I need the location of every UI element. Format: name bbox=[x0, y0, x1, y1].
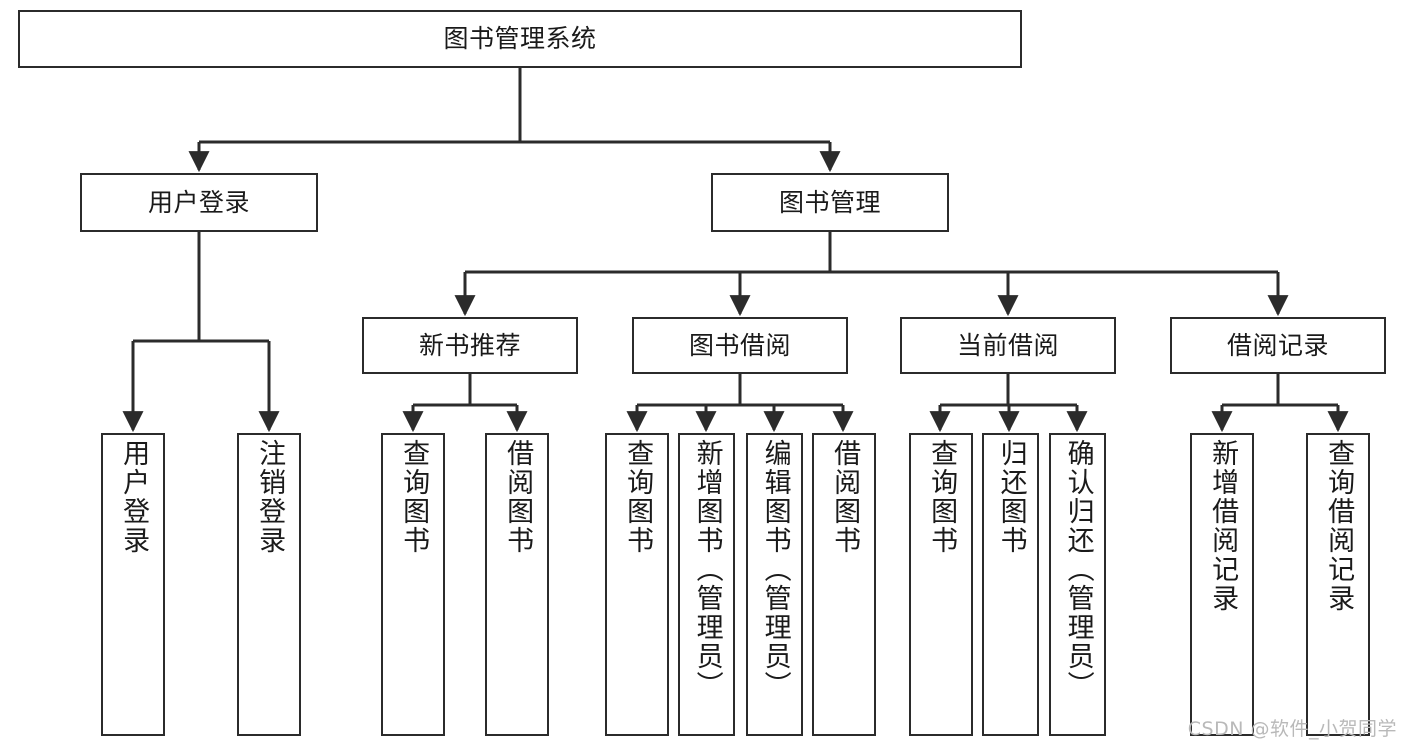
watermark: CSDN @软件_小贺同学 bbox=[1187, 718, 1397, 740]
node-new-book-rec[interactable]: 新书推荐 bbox=[362, 317, 578, 374]
node-book-manage-label: 图书管理 bbox=[778, 187, 881, 217]
node-leaf-borrow-book-1-label: 借阅图书 bbox=[502, 439, 534, 555]
node-leaf-edit-book[interactable]: 编辑图书（管理员） bbox=[746, 433, 803, 736]
node-book-borrow-label: 图书借阅 bbox=[688, 330, 791, 360]
node-root-label: 图书管理系统 bbox=[443, 24, 597, 54]
node-book-borrow[interactable]: 图书借阅 bbox=[632, 317, 848, 374]
node-leaf-query-book-3-label: 查询图书 bbox=[926, 439, 958, 555]
node-current-borrow[interactable]: 当前借阅 bbox=[900, 317, 1116, 374]
node-user-login[interactable]: 用户登录 bbox=[80, 173, 318, 232]
node-leaf-add-record[interactable]: 新增借阅记录 bbox=[1190, 433, 1254, 736]
node-leaf-query-book-3[interactable]: 查询图书 bbox=[909, 433, 973, 736]
node-leaf-logout-label: 注销登录 bbox=[254, 439, 286, 555]
node-new-book-rec-label: 新书推荐 bbox=[418, 330, 521, 360]
node-leaf-query-book-1[interactable]: 查询图书 bbox=[381, 433, 445, 736]
node-leaf-add-book-label: 新增图书（管理员） bbox=[691, 439, 723, 700]
node-leaf-query-book-2-label: 查询图书 bbox=[622, 439, 654, 555]
node-leaf-logout[interactable]: 注销登录 bbox=[237, 433, 301, 736]
node-leaf-edit-book-label: 编辑图书（管理员） bbox=[759, 439, 791, 700]
node-leaf-query-record-label: 查询借阅记录 bbox=[1323, 439, 1355, 613]
node-leaf-query-book-1-label: 查询图书 bbox=[398, 439, 430, 555]
node-current-borrow-label: 当前借阅 bbox=[956, 330, 1059, 360]
node-leaf-borrow-book-2[interactable]: 借阅图书 bbox=[812, 433, 876, 736]
node-book-manage[interactable]: 图书管理 bbox=[711, 173, 949, 232]
node-leaf-borrow-book-2-label: 借阅图书 bbox=[829, 439, 861, 555]
node-leaf-return-book-label: 归还图书 bbox=[995, 439, 1027, 555]
node-borrow-record-label: 借阅记录 bbox=[1226, 330, 1329, 360]
node-leaf-add-book[interactable]: 新增图书（管理员） bbox=[678, 433, 735, 736]
node-leaf-query-record[interactable]: 查询借阅记录 bbox=[1306, 433, 1370, 736]
node-leaf-confirm-return-label: 确认归还（管理员） bbox=[1062, 439, 1094, 700]
node-leaf-return-book[interactable]: 归还图书 bbox=[982, 433, 1039, 736]
node-user-login-label: 用户登录 bbox=[147, 187, 250, 217]
node-root[interactable]: 图书管理系统 bbox=[18, 10, 1022, 68]
node-leaf-confirm-return[interactable]: 确认归还（管理员） bbox=[1049, 433, 1106, 736]
node-leaf-add-record-label: 新增借阅记录 bbox=[1207, 439, 1239, 613]
node-leaf-user-login-label: 用户登录 bbox=[118, 439, 150, 555]
node-leaf-user-login[interactable]: 用户登录 bbox=[101, 433, 165, 736]
node-leaf-query-book-2[interactable]: 查询图书 bbox=[605, 433, 669, 736]
node-leaf-borrow-book-1[interactable]: 借阅图书 bbox=[485, 433, 549, 736]
node-borrow-record[interactable]: 借阅记录 bbox=[1170, 317, 1386, 374]
